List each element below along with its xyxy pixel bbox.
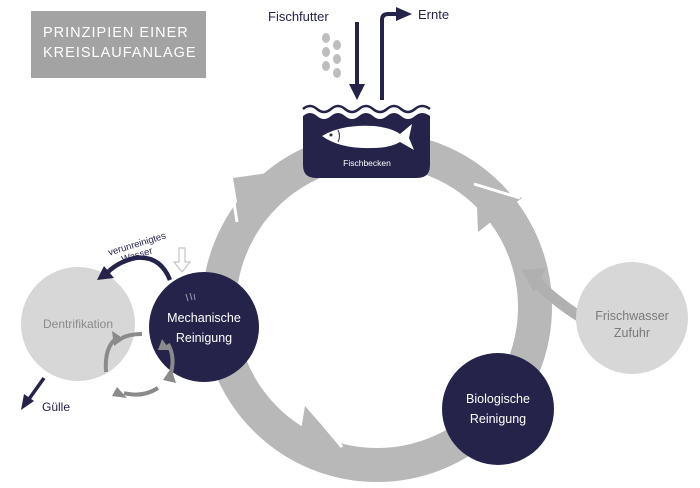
manure-arrow — [21, 376, 46, 410]
freshwater-label-line1: Frischwasser — [595, 309, 669, 323]
denitrification-label: Dentrifikation — [43, 317, 113, 331]
biological-filtration-node — [442, 353, 554, 465]
biological-label-line1: Biologische — [466, 392, 530, 406]
freshwater-label-line2: Zufuhr — [614, 326, 650, 340]
cycle-arrowhead-right — [473, 180, 522, 232]
harvest-arrow — [380, 7, 412, 100]
title-line-1: PRINZIPIEN EINER — [43, 25, 189, 41]
mechanical-label-line2: Reinigung — [176, 331, 232, 345]
biological-label-line2: Reinigung — [470, 412, 526, 426]
feed-label: Fischfutter — [268, 9, 329, 24]
dirty-water-arrow — [97, 255, 173, 281]
manure-label: Gülle — [42, 400, 70, 414]
filter-mark-icon — [185, 292, 196, 302]
exchange-cycle-arrowheads — [112, 331, 176, 398]
mechanical-label-line1: Mechanische — [167, 311, 241, 325]
cycle-arrowhead-bottom — [296, 403, 344, 460]
harvest-label: Ernte — [418, 7, 449, 22]
feed-arrow — [349, 22, 365, 100]
title-line-2: KREISLAUFANLAGE — [43, 45, 197, 61]
diagram-title: PRINZIPIEN EINER KREISLAUFANLAGE — [31, 11, 206, 78]
fish-tank-label: Fischbecken — [343, 158, 391, 168]
fish-icon — [322, 124, 414, 150]
feed-pellets-icon — [322, 33, 341, 78]
mechanical-filtration-node — [149, 272, 259, 382]
freshwater-node — [576, 262, 688, 374]
hollow-down-arrow-icon — [172, 247, 192, 273]
cycle-arrowhead-top-left — [228, 170, 290, 223]
